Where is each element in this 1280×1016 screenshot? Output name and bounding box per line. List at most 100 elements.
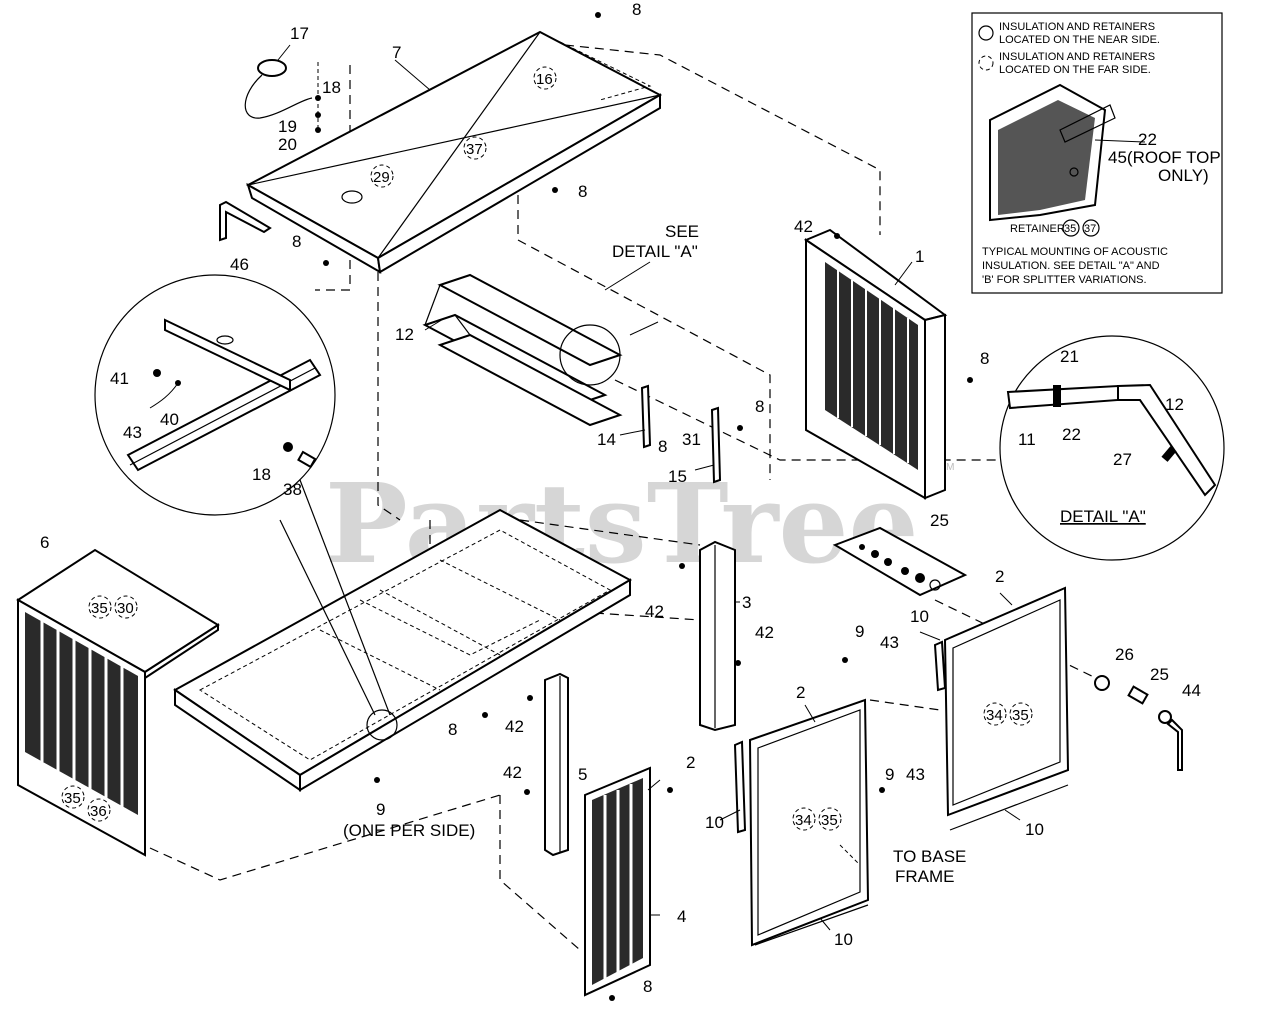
callout-9: 9 (855, 622, 864, 641)
callout-8: 8 (632, 0, 641, 19)
see-detail-line2: DETAIL "A" (612, 242, 698, 261)
callout-42: 42 (645, 602, 664, 621)
legend-far-line1: INSULATION AND RETAINERS (999, 51, 1155, 63)
callout-8: 8 (980, 349, 989, 368)
circled-35: 35 (91, 600, 108, 617)
detail-a-labels: 21 11 22 12 27 DETAIL "A" (1018, 347, 1184, 526)
callout-10: 10 (834, 930, 853, 949)
callout-9: 9 (885, 765, 894, 784)
legend-text: INSULATION AND RETAINERS LOCATED ON THE … (982, 21, 1221, 286)
callout-2: 2 (995, 567, 1004, 586)
callout-42: 42 (755, 623, 774, 642)
circled-34: 34 (795, 812, 812, 829)
callout-7: 7 (392, 43, 401, 62)
circled-35: 35 (821, 812, 838, 829)
callout-18: 18 (322, 78, 341, 97)
callout-42: 42 (794, 217, 813, 236)
callout-2: 2 (686, 753, 695, 772)
callout-1: 1 (915, 247, 924, 266)
callout-8: 8 (658, 437, 667, 456)
callout-2: 2 (796, 683, 805, 702)
callout-43: 43 (906, 765, 925, 784)
one-per-side-note: (ONE PER SIDE) (343, 821, 475, 840)
callout-18: 18 (252, 465, 271, 484)
circled-36: 36 (90, 803, 107, 820)
post-5 (544, 672, 569, 857)
legend-retainer: RETAINER (1010, 223, 1065, 235)
callout-4: 4 (677, 907, 686, 926)
legend-retainer-37: 37 (1084, 223, 1096, 235)
callout-43: 43 (880, 633, 899, 652)
divider-post-3 (699, 540, 736, 732)
fittings-26-25-44 (1094, 675, 1183, 771)
base-frame (173, 508, 633, 792)
front-panel-6 (16, 548, 220, 857)
callout-19: 19 (278, 117, 297, 136)
callout-40: 40 (160, 410, 179, 429)
circled-34: 34 (986, 707, 1003, 724)
legend-retainer-35: 35 (1064, 223, 1076, 235)
callout-42: 42 (505, 717, 524, 736)
callout-25: 25 (1150, 665, 1169, 684)
callout-10: 10 (705, 813, 724, 832)
legend-note-2: INSULATION. SEE DETAIL "A" AND (982, 260, 1160, 272)
callout-17: 17 (290, 24, 309, 43)
circled-35: 35 (1012, 707, 1029, 724)
callout-10: 10 (1025, 820, 1044, 839)
side-panel-2-right (933, 586, 1070, 831)
legend-far-line2: LOCATED ON THE FAR SIDE. (999, 64, 1151, 76)
callout-15: 15 (668, 467, 687, 486)
lower-panel-4 (584, 766, 651, 997)
control-knob-17 (244, 59, 321, 133)
detail-a-title: DETAIL "A" (1060, 507, 1146, 526)
callout-8: 8 (448, 720, 457, 739)
legend-near-line2: LOCATED ON THE NEAR SIDE. (999, 34, 1160, 46)
strips-14-15 (640, 384, 722, 484)
hardware-dots (323, 12, 973, 1001)
callout-10: 10 (910, 607, 929, 626)
callout-38: 38 (283, 480, 302, 499)
callout-31: 31 (682, 430, 701, 449)
callout-42: 42 (503, 763, 522, 782)
callout-8: 8 (755, 397, 764, 416)
splitter-assembly-12 (422, 273, 623, 427)
callout-5: 5 (578, 765, 587, 784)
side-panel-2-middle (733, 698, 870, 947)
detail-a-label-12: 12 (1165, 395, 1184, 414)
magnified-detail-left (94, 274, 391, 716)
callout-12: 12 (395, 325, 414, 344)
bottom-notes: 9 (ONE PER SIDE) TO BASE FRAME (343, 800, 966, 886)
detail-a-label-21: 21 (1060, 347, 1079, 366)
roof-panel (245, 30, 663, 274)
detail-a-label-22: 22 (1062, 425, 1081, 444)
rear-panel-1 (803, 228, 948, 500)
to-base-line2: FRAME (895, 867, 955, 886)
legend-near-line1: INSULATION AND RETAINERS (999, 21, 1155, 33)
detail-a-circle (999, 335, 1225, 561)
callout-8: 8 (292, 232, 301, 251)
callout-44: 44 (1182, 681, 1201, 700)
legend-callout-45a: 45(ROOF TOP (1108, 148, 1221, 167)
legend-note-3: 'B' FOR SPLITTER VARIATIONS. (982, 274, 1147, 286)
callout-8: 8 (578, 182, 587, 201)
circled-numbers: 16 37 29 35 30 35 36 34 35 34 35 (61, 66, 1033, 831)
one-per-side-number: 9 (376, 800, 385, 819)
callout-26: 26 (1115, 645, 1134, 664)
to-base-line1: TO BASE (893, 847, 966, 866)
bracket-46 (219, 200, 272, 242)
circled-37: 37 (466, 141, 483, 158)
circled-35: 35 (64, 790, 81, 807)
callout-numbers: 17 7 8 18 19 20 8 46 8 42 1 12 8 41 40 4… (40, 0, 1201, 996)
fitting-plate-25 (832, 526, 968, 597)
callout-14: 14 (597, 430, 616, 449)
circled-29: 29 (373, 169, 390, 186)
callout-20: 20 (278, 135, 297, 154)
callout-25: 25 (930, 511, 949, 530)
detail-a-label-11: 11 (1018, 430, 1036, 449)
callout-8: 8 (643, 977, 652, 996)
callout-43: 43 (123, 423, 142, 442)
circled-30: 30 (117, 600, 134, 617)
callout-41: 41 (110, 369, 129, 388)
callout-3: 3 (742, 593, 751, 612)
